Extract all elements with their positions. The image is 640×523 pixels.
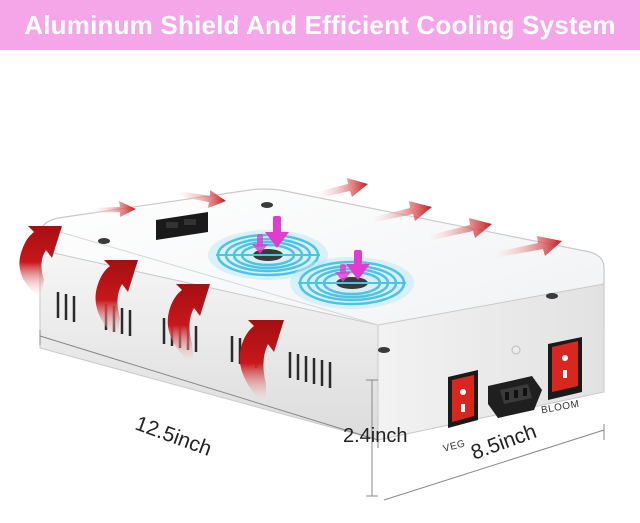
heat-outflow-arrow-icon: [19, 226, 284, 406]
dimension-height: 2.4inch: [343, 425, 408, 447]
title-banner: Aluminum Shield And Efficient Cooling Sy…: [0, 0, 640, 50]
bloom-switch[interactable]: [548, 337, 582, 400]
heat-outflow-arrow-icon: [92, 178, 562, 258]
fan-icon: [208, 230, 328, 280]
veg-switch[interactable]: [448, 370, 478, 428]
top-control-box: [156, 212, 208, 240]
housing-short-side: [377, 283, 605, 441]
cooling-inflow-arrow-icon: [252, 216, 370, 282]
power-socket-icon: [488, 376, 542, 418]
indicator-light: [511, 345, 521, 355]
mounting-holes: [98, 202, 558, 353]
dimension-lines: [39, 330, 605, 501]
banner-title: Aluminum Shield And Efficient Cooling Sy…: [24, 9, 616, 40]
